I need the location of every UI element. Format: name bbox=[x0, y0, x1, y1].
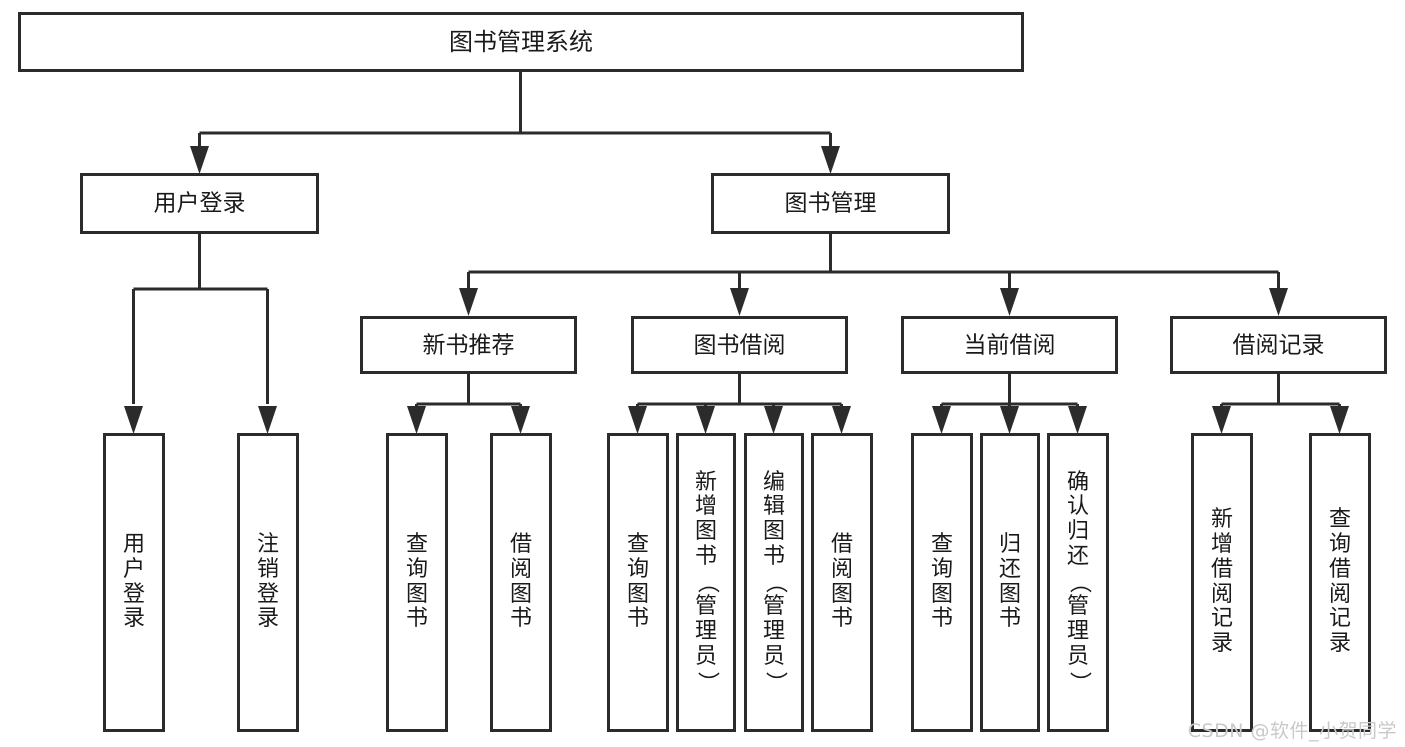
node-root-box[interactable] bbox=[18, 12, 1024, 72]
node-book-manage-box[interactable] bbox=[711, 173, 950, 234]
arrowhead-leaf-user-login bbox=[124, 406, 143, 434]
node-book-manage-label: 图书管理 bbox=[785, 191, 877, 217]
node-leaf-return-book-box[interactable] bbox=[980, 433, 1040, 732]
node-leaf-borrow-book-2-box[interactable] bbox=[811, 433, 873, 732]
arrowhead-leaf-return-book bbox=[1000, 406, 1019, 434]
node-leaf-query-book-3-box[interactable] bbox=[911, 433, 973, 732]
node-borrow-record-label: 借阅记录 bbox=[1233, 333, 1325, 359]
csdn-watermark: CSDN @软件_小贺同学 bbox=[1187, 720, 1397, 742]
node-borrow-record-box[interactable] bbox=[1170, 316, 1387, 374]
arrowhead-leaf-query-book-2 bbox=[628, 406, 647, 434]
node-book-borrow-label: 图书借阅 bbox=[694, 333, 786, 359]
node-leaf-add-record-box[interactable] bbox=[1191, 433, 1253, 732]
arrowhead-leaf-user-logout bbox=[258, 406, 277, 434]
node-leaf-confirm-return-box[interactable] bbox=[1047, 433, 1109, 732]
arrowhead-leaf-add-record bbox=[1212, 406, 1231, 434]
node-new-book-recommend-label: 新书推荐 bbox=[423, 333, 515, 359]
arrowhead-leaf-query-book-3 bbox=[932, 406, 951, 434]
arrowhead-new-book-recommend bbox=[459, 288, 478, 316]
arrowhead-leaf-borrow-book-1 bbox=[511, 406, 530, 434]
horizontal-label-layer: 图书管理系统 用户登录 图书管理 新书推荐 图书借阅 当前借阅 借阅记录 bbox=[154, 28, 1325, 359]
arrowhead-leaf-borrow-book-2 bbox=[832, 406, 851, 434]
arrowhead-leaf-edit-book bbox=[764, 406, 783, 434]
node-leaf-borrow-book-1-box[interactable] bbox=[490, 433, 552, 732]
arrowhead-borrow-record bbox=[1269, 288, 1288, 316]
node-current-borrow-label: 当前借阅 bbox=[964, 333, 1056, 359]
node-book-borrow-box[interactable] bbox=[631, 316, 848, 374]
node-leaf-user-login-box[interactable] bbox=[103, 433, 165, 732]
node-leaf-add-book-box[interactable] bbox=[676, 433, 736, 732]
arrowhead-leaf-confirm-return bbox=[1068, 406, 1087, 434]
node-leaf-user-logout-box[interactable] bbox=[237, 433, 299, 732]
node-user-login-label: 用户登录 bbox=[154, 191, 246, 217]
node-leaf-query-book-2-box[interactable] bbox=[607, 433, 669, 732]
box-layer bbox=[18, 12, 1387, 732]
node-root-label: 图书管理系统 bbox=[449, 28, 593, 56]
arrowhead-book-manage bbox=[821, 146, 840, 174]
node-leaf-query-book-1-box[interactable] bbox=[386, 433, 448, 732]
node-user-login-box[interactable] bbox=[80, 173, 319, 234]
node-leaf-query-record-box[interactable] bbox=[1309, 433, 1371, 732]
arrowhead-book-borrow bbox=[730, 288, 749, 316]
node-new-book-recommend-box[interactable] bbox=[360, 316, 577, 374]
arrowhead-leaf-query-book-1 bbox=[407, 406, 426, 434]
node-leaf-edit-book-box[interactable] bbox=[744, 433, 804, 732]
arrowhead-user-login bbox=[190, 146, 209, 174]
node-current-borrow-box[interactable] bbox=[901, 316, 1118, 374]
connector-layer bbox=[124, 71, 1349, 434]
arrowhead-leaf-query-record bbox=[1330, 406, 1349, 434]
arrowhead-current-borrow bbox=[1000, 288, 1019, 316]
arrowhead-leaf-add-book bbox=[696, 406, 715, 434]
